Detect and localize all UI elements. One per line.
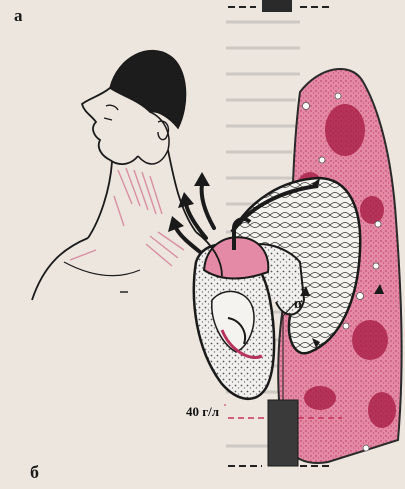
- edema-mark-label: σ: [294, 296, 302, 313]
- panel-label-a: а: [14, 6, 23, 26]
- protein-concentration-label: 40 г/л: [186, 404, 219, 420]
- top-level-marker: [228, 0, 330, 12]
- patient-head: [32, 51, 222, 300]
- neck-shading: [70, 168, 184, 266]
- panel-label-b: б: [30, 462, 39, 483]
